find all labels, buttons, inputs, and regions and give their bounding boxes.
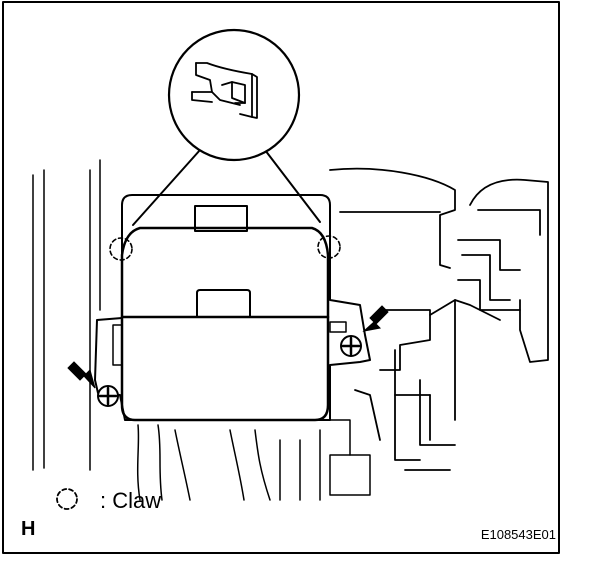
figure-border	[2, 1, 560, 554]
left-body-panel	[32, 159, 101, 471]
arrow-right	[362, 305, 389, 332]
wire-harness	[136, 419, 371, 501]
legend-claw-symbol	[56, 488, 78, 510]
claw-marker-right	[317, 235, 341, 259]
cover-window	[196, 289, 251, 318]
figure-code: E108543E01	[480, 527, 556, 542]
background-structure	[329, 167, 549, 471]
arrow-left	[67, 361, 96, 389]
relay-box-cover	[120, 226, 330, 422]
claw-marker-left	[109, 237, 133, 261]
top-tab	[194, 205, 248, 232]
legend-label: : Claw	[100, 488, 162, 513]
detail-callout-circle	[167, 28, 301, 162]
screw-right	[340, 335, 362, 357]
view-letter: H	[21, 518, 36, 540]
screw-left	[97, 385, 119, 407]
claw-detail-drawing	[191, 62, 258, 119]
